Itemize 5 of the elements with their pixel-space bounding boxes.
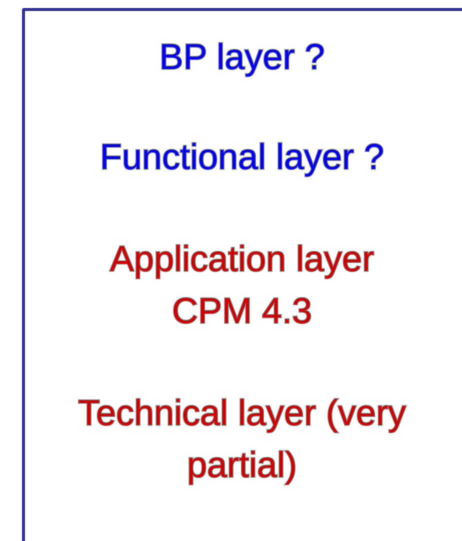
layer-label: Technical layer (very partial) <box>77 391 407 487</box>
layer-panel <box>22 8 462 541</box>
layer-label: BP layer ? <box>158 35 326 79</box>
layer-label: Application layer CPM 4.3 <box>108 237 376 333</box>
layer-label: Functional layer ? <box>98 135 386 179</box>
